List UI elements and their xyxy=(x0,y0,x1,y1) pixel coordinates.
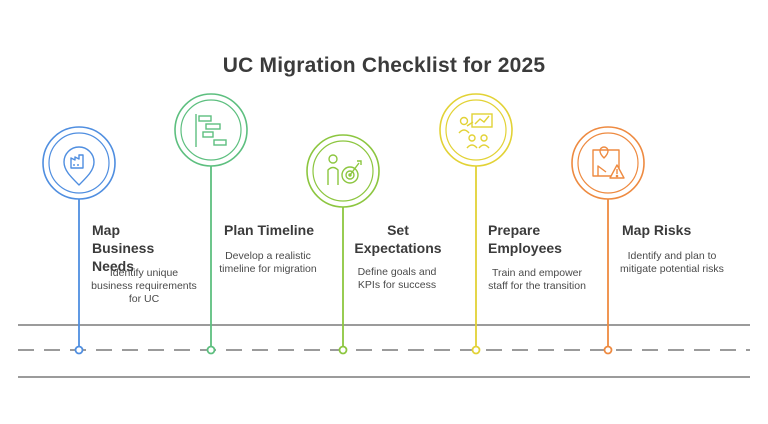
step-3-marker xyxy=(306,134,380,355)
step-3-title: Set Expectations xyxy=(354,222,442,256)
step-5-pin-dot xyxy=(603,345,613,355)
gantt-chart-icon xyxy=(195,114,227,147)
step-4-title: Prepare Employees xyxy=(488,222,562,256)
step-3-ring-inner xyxy=(312,140,374,202)
step-1-description: Identify unique business requirements fo… xyxy=(91,267,197,305)
step-4-ring-outer xyxy=(439,93,513,167)
step-3-ring-outer xyxy=(306,134,380,208)
step-5-ring-inner xyxy=(577,132,639,194)
step-5-ring-outer xyxy=(571,126,645,200)
factory-location-icon xyxy=(63,146,95,186)
target-person-icon xyxy=(327,154,362,185)
step-1-marker xyxy=(42,126,116,355)
step-1-pin-dot xyxy=(74,345,84,355)
step-3-description: Define goals and KPIs for success xyxy=(357,266,437,291)
step-4-ring-inner xyxy=(445,99,507,161)
step-5-description: Identify and plan to mitigate potential … xyxy=(620,250,724,275)
step-1-ring-outer xyxy=(42,126,116,200)
step-4-pin-dot xyxy=(471,345,481,355)
step-1-title: Map Business Needs xyxy=(92,222,155,274)
step-2-pin-dot xyxy=(206,345,216,355)
step-1-ring-inner xyxy=(48,132,110,194)
presentation-training-icon xyxy=(458,113,493,149)
risk-map-icon xyxy=(592,146,625,179)
step-5-title: Map Risks xyxy=(622,222,692,238)
step-2-title: Plan Timeline xyxy=(224,222,314,238)
step-3-pin-dot xyxy=(338,345,348,355)
step-2-ring-inner xyxy=(180,99,242,161)
page-title: UC Migration Checklist for 2025 xyxy=(222,54,546,77)
step-2-marker xyxy=(174,93,248,355)
step-5-marker xyxy=(571,126,645,355)
step-2-description: Develop a realistic timeline for migrati… xyxy=(219,250,317,275)
step-2-ring-outer xyxy=(174,93,248,167)
step-4-marker xyxy=(439,93,513,355)
road xyxy=(18,324,750,378)
step-4-description: Train and empower staff for the transiti… xyxy=(488,267,586,292)
